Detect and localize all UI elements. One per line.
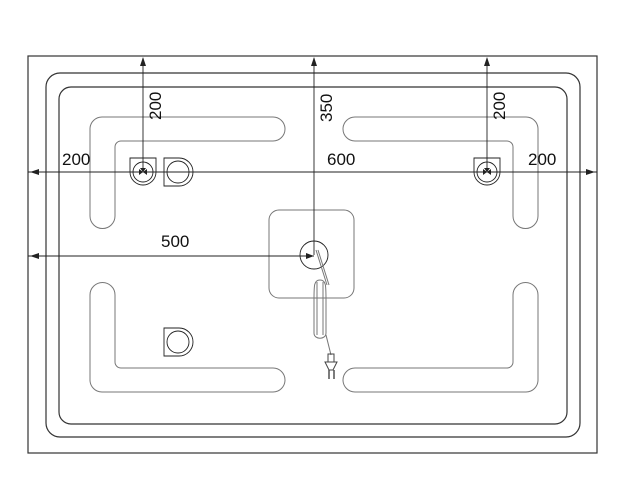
- dim-middle-horizontal: 600: [327, 150, 355, 169]
- power-box: [268, 209, 355, 299]
- led-strip-top-right: [342, 116, 539, 229]
- dim-top-right-vertical: 200: [490, 92, 509, 120]
- mirror-inner-edge: [58, 86, 568, 425]
- dim-top-left-vertical: 200: [146, 92, 165, 120]
- touch-switch-bottom-icon[interactable]: [163, 327, 194, 357]
- outer-frame: [27, 55, 598, 454]
- mirror-edge: [45, 72, 581, 438]
- power-cord-icon: [313, 249, 338, 379]
- dim-right-horizontal: 200: [528, 150, 556, 169]
- dim-left-horizontal: 200: [62, 150, 90, 169]
- led-strip-top-left: [89, 116, 286, 229]
- led-strip-bottom-left: [89, 282, 286, 393]
- dim-center-vertical: 350: [317, 94, 336, 122]
- led-strip-bottom-right: [342, 282, 539, 393]
- dimension-lines: [28, 57, 597, 259]
- dim-switch-offset: 500: [161, 232, 189, 251]
